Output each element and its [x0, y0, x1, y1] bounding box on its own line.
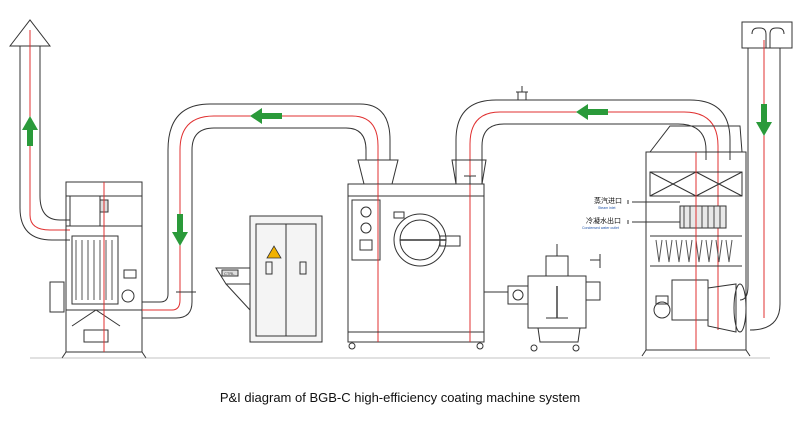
flow-arrow-icon	[250, 108, 282, 124]
diagram-caption: P&I diagram of BGB-C high-efficiency coa…	[219, 390, 581, 405]
flow-arrow-icon	[756, 104, 772, 136]
warning-triangle-icon	[266, 245, 282, 259]
flow-arrow-icon	[172, 214, 188, 246]
control-cabinet	[215, 215, 323, 343]
cabinet-tag: CTRL	[224, 271, 235, 276]
dust-collector-unit	[49, 181, 147, 359]
return-duct	[142, 103, 391, 319]
flow-arrow-icon	[576, 104, 608, 120]
air-handling-unit	[627, 125, 751, 357]
condensate-outlet-label-cn: 冷凝水出口	[586, 216, 621, 225]
coating-drum	[347, 159, 485, 350]
flow-arrow-icon	[22, 116, 38, 146]
spray-pump-unit	[484, 244, 601, 352]
intake-stack	[739, 21, 793, 331]
condensate-outlet-label-en: Condensed water outlet	[582, 226, 619, 230]
steam-inlet-label-en: Steam inlet	[598, 206, 616, 210]
exhaust-stack	[8, 19, 70, 241]
steam-inlet-label-cn: 蒸汽进口	[594, 196, 622, 205]
